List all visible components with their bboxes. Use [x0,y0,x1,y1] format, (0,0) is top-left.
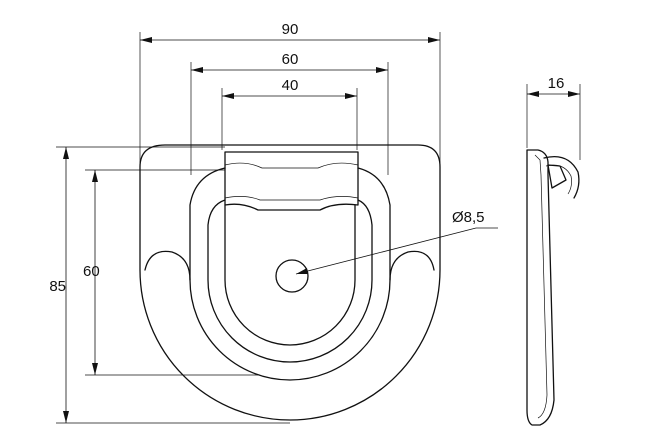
dim-label-width-middle: 60 [282,51,299,68]
base-plate-outline [139,144,441,421]
recess-outline [224,204,356,346]
front-view [139,144,441,421]
d-ring-inner [207,199,373,363]
right-lobe [389,250,435,281]
side-view [526,149,580,426]
dimension-lines [56,32,581,424]
dim-label-height-overall: 85 [49,278,66,295]
dim-label-side-thickness: 16 [548,75,565,92]
side-clamp [547,164,567,189]
side-plate-inner [534,154,548,419]
dim-label-width-overall: 90 [282,21,299,38]
dim-label-hole-diameter: Ø8,5 [452,209,485,226]
dimension-labels: 90 60 40 85 60 Ø8,5 16 [49,21,564,295]
d-ring-outer [189,167,391,381]
bolt-hole [275,259,309,293]
dim-label-height-inner: 60 [83,263,100,280]
dim-label-width-inner: 40 [282,77,299,94]
clamp-strap [224,151,359,211]
clamp-strap-fold [224,196,359,201]
side-ring-inner [545,164,572,195]
side-plate-outline [526,149,555,426]
left-lobe [144,250,191,281]
side-ring-loop [543,155,580,199]
clamp-strap-top [224,162,359,169]
